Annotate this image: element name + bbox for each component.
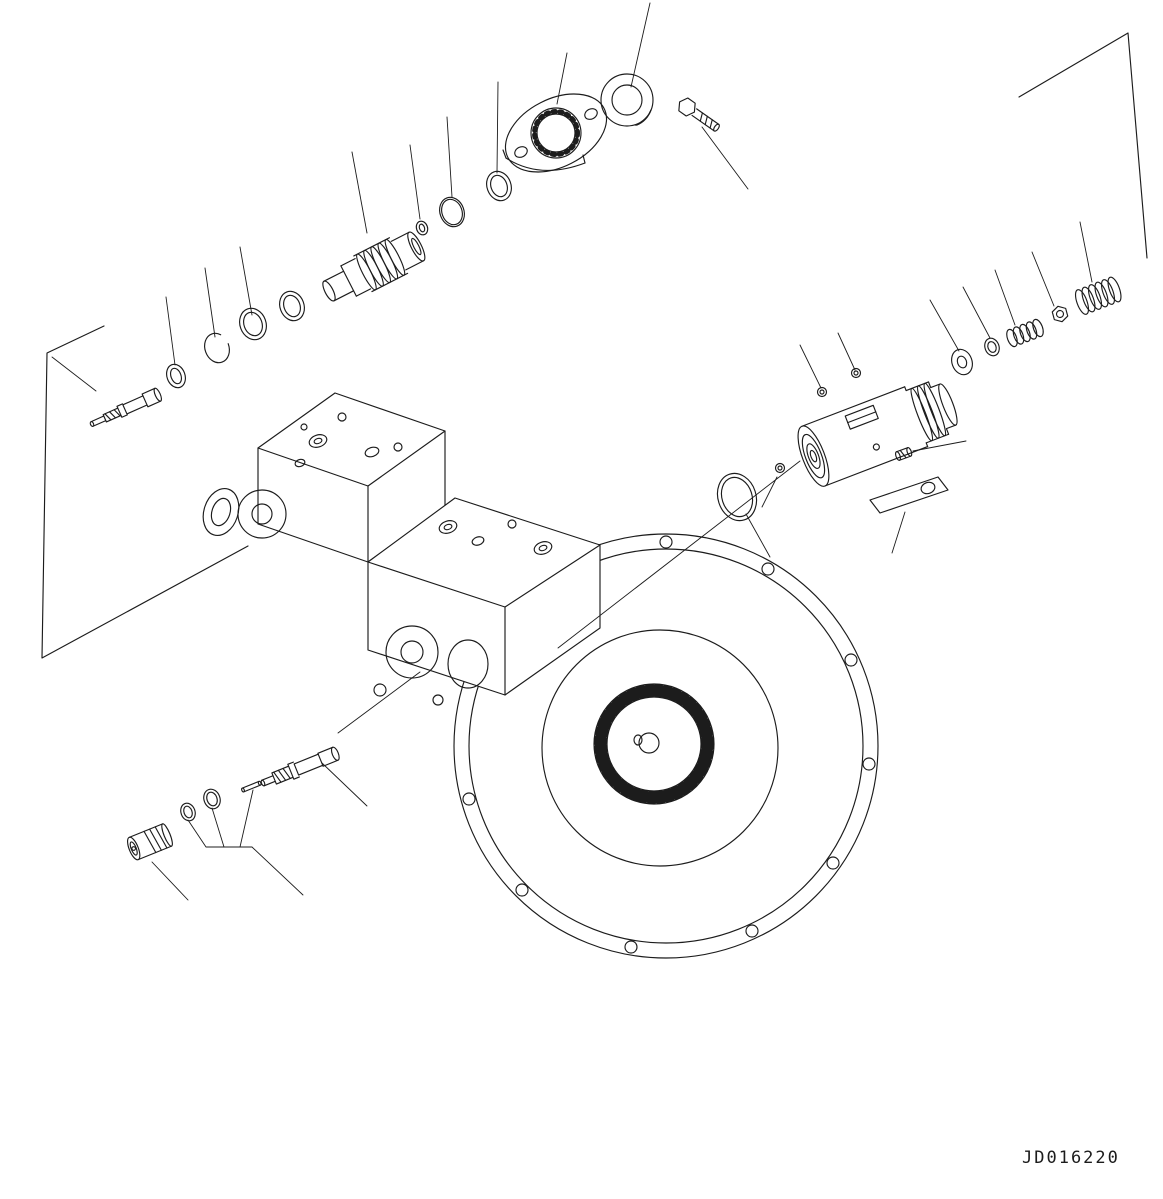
o-ring (203, 788, 221, 810)
o-ring-small (180, 802, 196, 822)
retainer-ring (439, 196, 465, 228)
o-ring-small (415, 220, 429, 236)
relief-valve-cartridge (797, 381, 958, 487)
flywheel-damper (453, 533, 879, 959)
spline-hub (593, 683, 715, 805)
leader-lines (51, 2, 1093, 901)
washer (951, 348, 973, 376)
perspective-frame-lines (41, 32, 1148, 659)
hex-nut (1051, 305, 1069, 323)
backup-ring (239, 307, 267, 341)
socket-plug (127, 823, 173, 861)
flange-bolt (678, 97, 720, 132)
valve-rod (260, 746, 340, 787)
o-ring-small (984, 337, 1000, 357)
large-o-ring (716, 472, 758, 522)
small-plug (850, 367, 862, 379)
small-plug (816, 386, 828, 398)
small-screw (894, 447, 913, 461)
small-plug (774, 462, 786, 474)
o-ring (279, 290, 305, 322)
mounting-flange (502, 93, 608, 173)
o-ring (166, 363, 186, 389)
drawing-number: JD016220 (1022, 1148, 1120, 1168)
spring-small (1006, 318, 1044, 348)
o-ring (486, 170, 512, 202)
stem-valve (89, 387, 163, 427)
snap-ring (204, 332, 230, 364)
pin (241, 780, 262, 793)
spring-large (1074, 276, 1122, 315)
coupling (322, 231, 426, 302)
key-plate (869, 476, 949, 514)
pump-body (202, 392, 601, 706)
round-nut (600, 73, 654, 127)
